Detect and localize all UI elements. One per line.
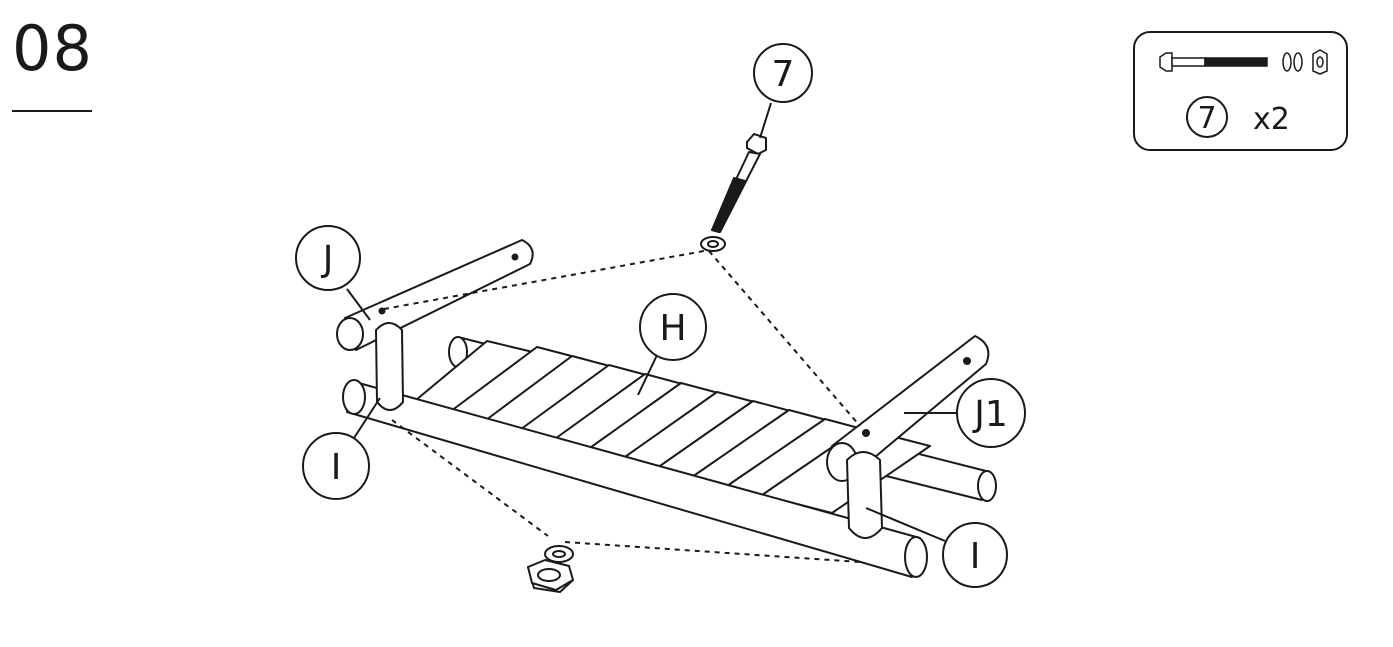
callout-j1-label: J1 — [972, 394, 1008, 435]
leader-lines — [346, 102, 957, 542]
washer-icon — [1282, 52, 1292, 72]
assembly-guides — [383, 250, 861, 563]
callout-h — [639, 293, 707, 361]
seat-slats — [409, 340, 931, 514]
part-j-arm — [336, 239, 534, 351]
callout-i-right-label: I — [970, 536, 981, 577]
washer-icon — [1293, 52, 1303, 72]
front-rail — [342, 379, 928, 578]
callout-h-label: H — [659, 308, 686, 349]
bolt-icon — [1159, 52, 1268, 72]
callout-i-left — [302, 432, 370, 500]
callout-i-right — [942, 522, 1008, 588]
washer-icon — [544, 545, 574, 563]
callout-j-label: J — [321, 239, 334, 280]
part-i-right-leg — [846, 451, 883, 539]
part-i-left-leg — [375, 322, 404, 411]
parts-box: 7 x2 — [1133, 31, 1348, 151]
parts-callout-label: 7 — [1197, 101, 1216, 136]
step-number: 08 — [12, 12, 93, 85]
callout-bolt — [753, 43, 813, 103]
callout-j — [295, 225, 361, 291]
hex-nut-icon — [1312, 49, 1328, 75]
parts-callout — [1186, 96, 1228, 138]
washer-icon — [700, 236, 726, 252]
hex-nut-icon — [527, 559, 574, 593]
callout-bolt-label: 7 — [772, 54, 795, 95]
callout-j1 — [956, 378, 1026, 448]
parts-quantity: x2 — [1253, 102, 1290, 137]
callout-i-left-label: I — [331, 447, 342, 488]
step-divider — [12, 110, 92, 112]
bolt-icon — [711, 133, 767, 233]
